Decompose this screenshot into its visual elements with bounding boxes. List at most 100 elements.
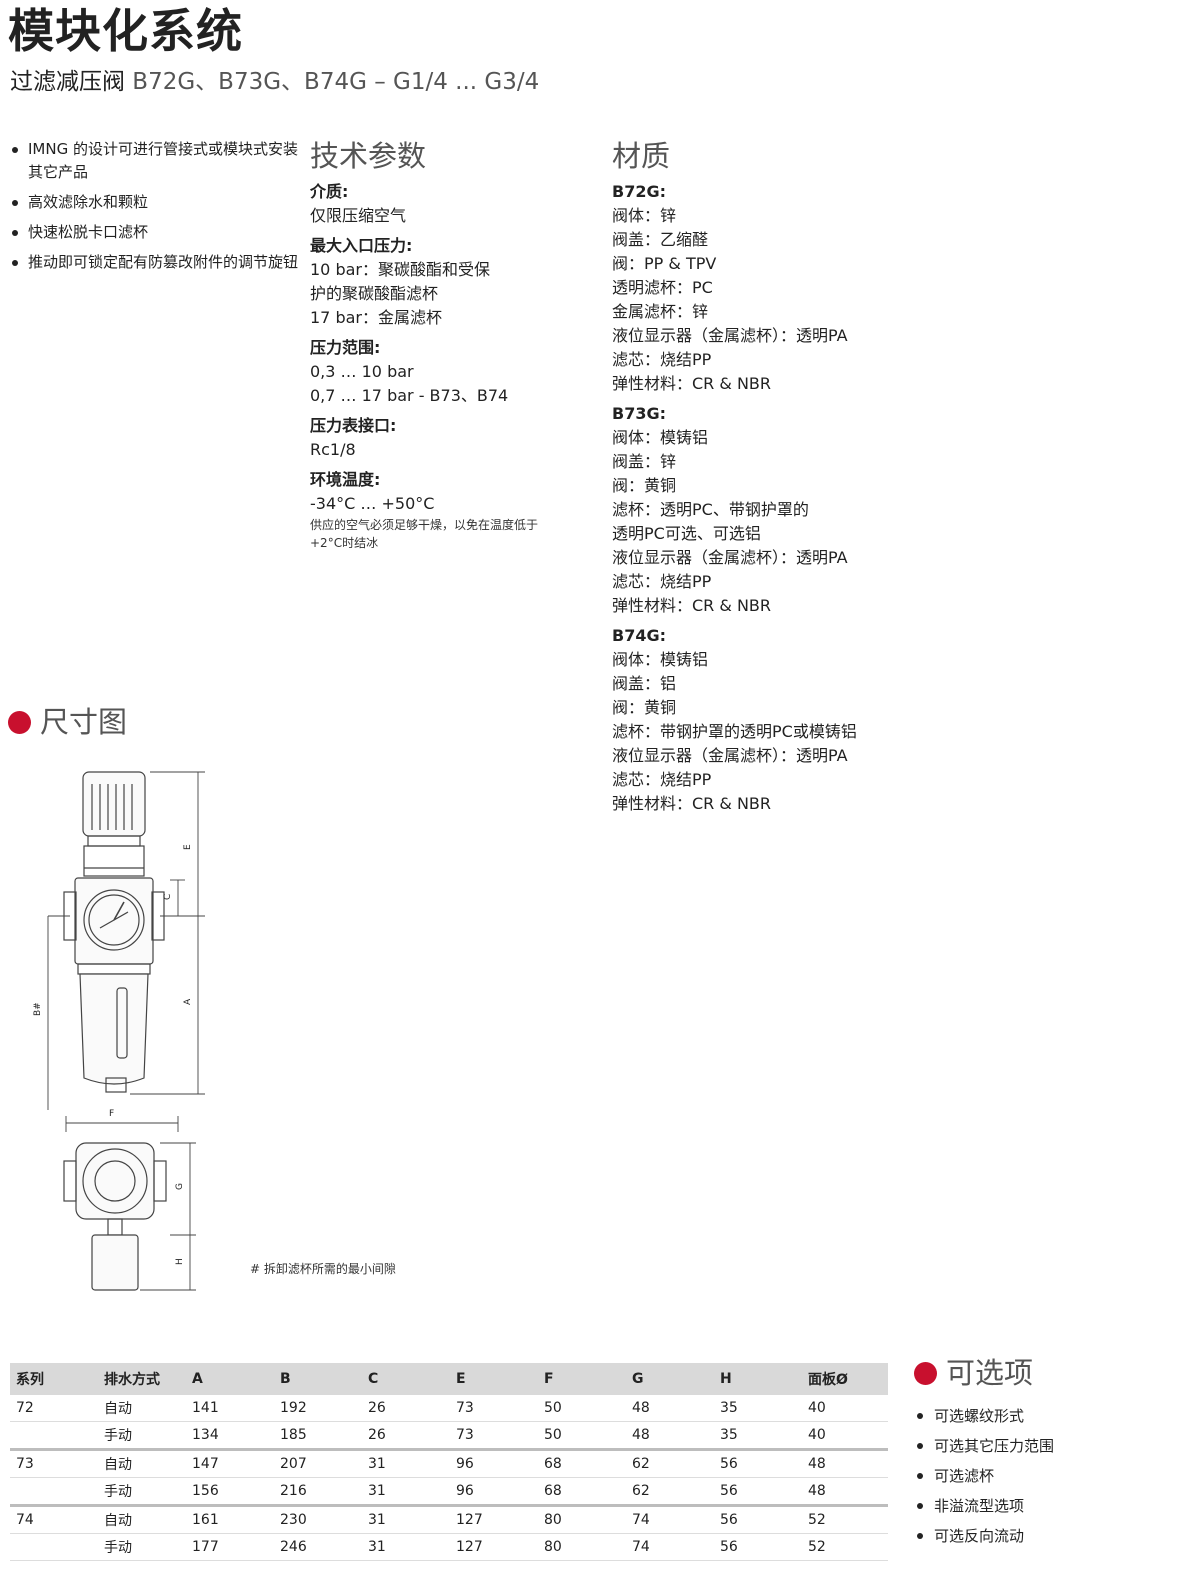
table-cell: 26 [362, 1421, 450, 1451]
table-cell: 自动 [98, 1505, 186, 1534]
material-group-name: B72G: [612, 182, 666, 201]
table-row: 手动 134 185 26 73 50 48 35 40 [10, 1421, 888, 1451]
table-cell: 177 [186, 1533, 274, 1561]
table-cell: 35 [714, 1421, 802, 1451]
table-cell: 73 [450, 1395, 538, 1422]
material-row: 金属滤杯：锌 [612, 302, 709, 321]
dim-label-g: G [175, 1183, 185, 1190]
red-dot-icon [8, 710, 31, 734]
table-cell: 48 [626, 1421, 714, 1451]
col-header: A [186, 1363, 274, 1395]
pressure-range-value: 0,7 … 17 bar - B73、B74 [310, 386, 509, 405]
table-cell: 127 [450, 1505, 538, 1534]
col-header: 面板Ø [802, 1363, 888, 1395]
table-cell: 147 [186, 1449, 274, 1478]
feature-item: 快速松脱卡口滤杯 [10, 221, 300, 244]
material-row: 阀：PP & TPV [612, 254, 717, 273]
table-cell: 62 [626, 1477, 714, 1507]
regulator-body [63, 877, 165, 965]
dim-label-a: A [183, 998, 193, 1005]
subtitle-product: 过滤减压阀 [10, 69, 125, 95]
dim-label-b: B# [33, 1002, 43, 1016]
col-header: E [450, 1363, 538, 1395]
dimension-heading: 尺寸图 [8, 704, 127, 740]
feature-item: IMNG 的设计可进行管接式或模块式安装其它产品 [10, 138, 300, 184]
table-cell [10, 1477, 98, 1507]
table-cell: 127 [450, 1533, 538, 1561]
dimension-lines [47, 771, 205, 1110]
table-cell: 40 [802, 1421, 888, 1451]
material-row: 弹性材料：CR & NBR [612, 794, 772, 813]
table-cell: 48 [802, 1449, 888, 1478]
gauge-port-value: Rc1/8 [310, 440, 356, 459]
table-cell: 80 [538, 1533, 626, 1561]
table-cell: 74 [626, 1533, 714, 1561]
table-cell: 246 [274, 1533, 362, 1561]
table-cell: 26 [362, 1395, 450, 1422]
top-view [63, 1116, 196, 1291]
options-section: 可选项 可选螺纹形式 可选其它压力范围 可选滤杯 非溢流型选项 可选反向流动 [914, 1355, 1194, 1551]
table-cell: 230 [274, 1505, 362, 1534]
table-cell: 35 [714, 1395, 802, 1422]
table-cell: 50 [538, 1395, 626, 1422]
table-cell: 自动 [98, 1449, 186, 1478]
max-inlet-value: 17 bar：金属滤杯 [310, 308, 442, 327]
table-cell: 50 [538, 1421, 626, 1451]
feature-list: IMNG 的设计可进行管接式或模块式安装其它产品 高效滤除水和颗粒 快速松脱卡口… [10, 138, 300, 281]
col-header: H [714, 1363, 802, 1395]
dim-label-e: E [183, 844, 193, 850]
option-item: 可选反向流动 [914, 1521, 1194, 1551]
material-row: 阀体：模铸铝 [612, 650, 709, 669]
feature-item: 高效滤除水和颗粒 [10, 191, 300, 214]
table-cell: 56 [714, 1477, 802, 1507]
col-header: F [538, 1363, 626, 1395]
table-cell: 74 [10, 1505, 98, 1534]
table-row: 72 自动 141 192 26 73 50 48 35 40 [10, 1395, 888, 1422]
material-row: 透明PC可选、可选铝 [612, 524, 761, 543]
option-item: 可选螺纹形式 [914, 1401, 1194, 1431]
ambient-temp-label: 环境温度: [310, 470, 381, 489]
table-cell: 56 [714, 1505, 802, 1534]
table-cell: 手动 [98, 1421, 186, 1451]
page-title: 模块化系统 [8, 4, 243, 58]
material-row: 液位显示器（金属滤杯）：透明PA [612, 326, 848, 345]
material-row: 滤芯：烧结PP [612, 770, 712, 789]
material-group-name: B73G: [612, 404, 666, 423]
table-cell: 74 [626, 1505, 714, 1534]
medium-label: 介质: [310, 182, 349, 201]
gauge-port-label: 压力表接口: [310, 416, 397, 435]
material-row: 阀盖：铝 [612, 674, 677, 693]
table-cell: 31 [362, 1477, 450, 1507]
table-cell: 68 [538, 1477, 626, 1507]
options-list: 可选螺纹形式 可选其它压力范围 可选滤杯 非溢流型选项 可选反向流动 [914, 1401, 1194, 1551]
medium-value: 仅限压缩空气 [310, 206, 407, 225]
col-header: B [274, 1363, 362, 1395]
table-cell: 68 [538, 1449, 626, 1478]
table-cell: 40 [802, 1395, 888, 1422]
option-item: 非溢流型选项 [914, 1491, 1194, 1521]
options-title: 可选项 [946, 1356, 1034, 1390]
pressure-range-value: 0,3 … 10 bar [310, 362, 414, 381]
option-item: 可选滤杯 [914, 1461, 1194, 1491]
material-row: 弹性材料：CR & NBR [612, 374, 772, 393]
material-row: 透明滤杯：PC [612, 278, 713, 297]
col-header: C [362, 1363, 450, 1395]
feature-item: 推动即可锁定配有防篡改附件的调节旋钮 [10, 251, 300, 274]
material-row: 液位显示器（金属滤杯）：透明PA [612, 746, 848, 765]
max-inlet-value: 10 bar：聚碳酸酯和受保护的聚碳酸酯滤杯 [310, 260, 490, 303]
table-row: 手动 156 216 31 96 68 62 56 48 [10, 1477, 888, 1507]
material-row: 液位显示器（金属滤杯）：透明PA [612, 548, 848, 567]
table-row: 73 自动 147 207 31 96 68 62 56 48 [10, 1449, 888, 1478]
dim-label-f: F [109, 1109, 114, 1119]
table-cell [10, 1533, 98, 1561]
material-row: 弹性材料：CR & NBR [612, 596, 772, 615]
table-cell [10, 1421, 98, 1451]
table-cell: 96 [450, 1477, 538, 1507]
table-cell: 72 [10, 1395, 98, 1422]
ambient-temp-value: -34°C … +50°C [310, 494, 435, 513]
table-cell: 192 [274, 1395, 362, 1422]
table-header-row: 系列 排水方式 A B C E F G H 面板Ø [10, 1363, 888, 1395]
drawing-footnote: # 拆卸滤杯所需的最小间隙 [250, 1262, 396, 1276]
table-cell: 52 [802, 1533, 888, 1561]
table-cell: 73 [10, 1449, 98, 1478]
